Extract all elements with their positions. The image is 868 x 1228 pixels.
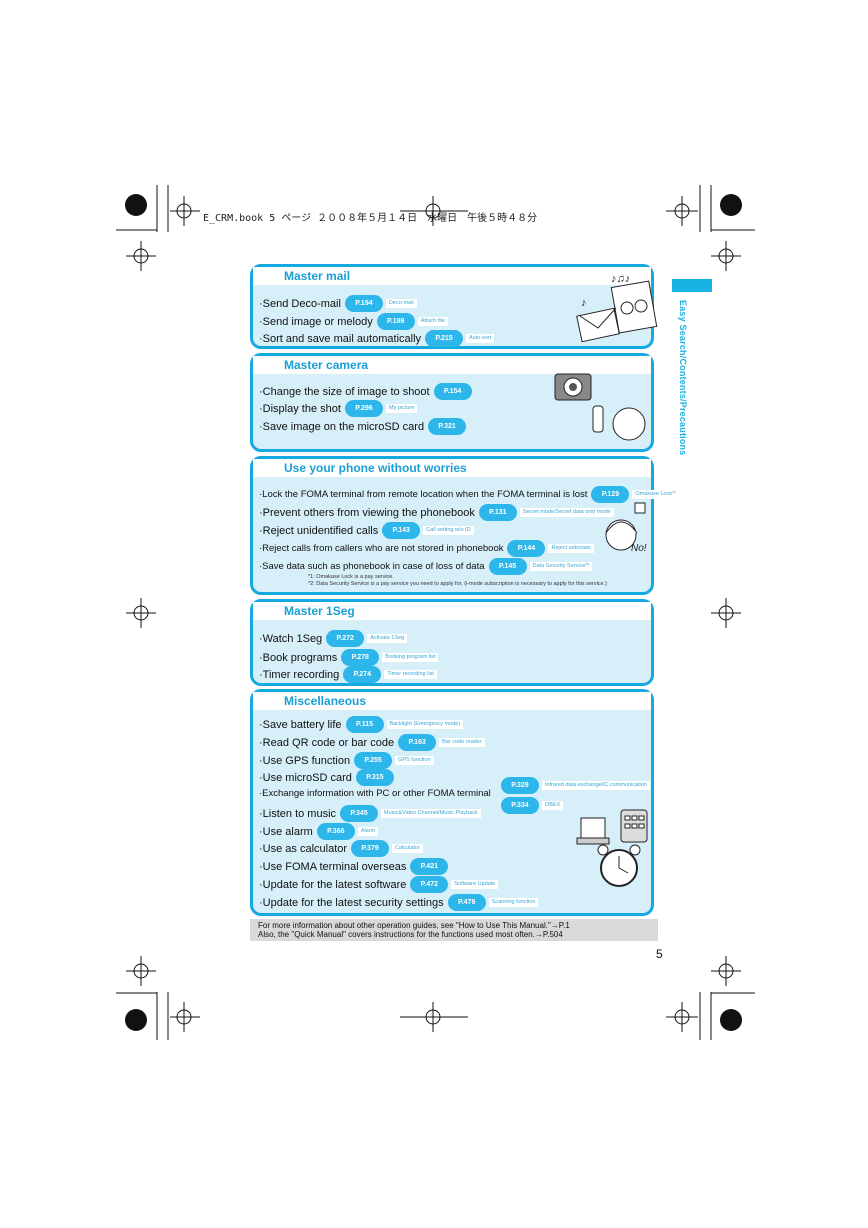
page-ref[interactable]: P.194 <box>344 295 383 312</box>
footnote: *1: Omakase Lock is a pay service. <box>308 574 394 580</box>
page-ref[interactable]: P.479 <box>447 894 486 911</box>
page-ref[interactable]: P.144 <box>507 540 546 557</box>
footer-note: For more information about other operati… <box>250 919 658 941</box>
page-ref[interactable]: P.215 <box>425 330 464 347</box>
page-ref[interactable]: P.329 <box>501 777 539 794</box>
section-use-phone-without-worries: Use your phone without worries ·Lock the… <box>250 456 680 595</box>
svg-text:♪♫♪: ♪♫♪ <box>611 273 630 285</box>
page-ref[interactable]: P.278 <box>341 649 380 666</box>
footer-line: For more information about other operati… <box>258 921 570 930</box>
svg-text:♪: ♪ <box>581 297 587 309</box>
section-title: Use your phone without worries <box>284 461 467 475</box>
page-ref[interactable]: P.145 <box>488 558 527 575</box>
side-label: Easy Search/Contents/Precautions <box>678 300 688 456</box>
page-ref[interactable]: P.366 <box>316 823 355 840</box>
page-ref[interactable]: P.129 <box>591 486 630 503</box>
page-ref[interactable]: P.115 <box>345 716 384 733</box>
page-ref[interactable]: P.255 <box>354 752 393 769</box>
list-item: ·Save data such as phonebook in case of … <box>259 558 593 575</box>
svg-text:No!: No! <box>631 543 647 554</box>
page-ref[interactable]: P.131 <box>478 504 517 521</box>
pc-clock-illustration-icon <box>576 809 648 887</box>
mail-illustration-icon: ♪♫♪ ♪ <box>576 273 658 343</box>
footnote: *2: Data Security Service is a pay servi… <box>308 581 607 587</box>
page-ref[interactable]: P.421 <box>410 858 449 875</box>
page-ref[interactable]: P.143 <box>382 522 421 539</box>
section-title: Master camera <box>284 358 369 372</box>
page-ref[interactable]: P.379 <box>351 840 390 857</box>
page-ref[interactable]: P.274 <box>343 666 382 683</box>
list-item: ·Exchange information with PC or other F… <box>259 787 491 799</box>
person-no-illustration-icon: No! <box>605 502 647 554</box>
page-ref[interactable]: P.345 <box>340 805 379 822</box>
page-ref[interactable]: P.472 <box>410 876 449 893</box>
list-item: ·Reject calls from callers who are not s… <box>259 540 594 557</box>
print-header: E_CRM.book 5 ページ ２００８年５月１４日 水曜日 午後５時４８分 <box>203 213 538 224</box>
page-ref[interactable]: P.315 <box>355 769 394 786</box>
page-ref[interactable]: P.199 <box>376 313 415 330</box>
footer-line: Also, the "Quick Manual" covers instruct… <box>258 930 563 939</box>
section-title: Master mail <box>284 269 351 283</box>
list-item: ·Update for the latest security settings… <box>259 894 539 911</box>
page-ref[interactable]: P.334 <box>501 797 539 814</box>
section-title: Miscellaneous <box>284 694 367 708</box>
side-tab <box>672 279 712 292</box>
section-title: Master 1Seg <box>284 604 355 618</box>
list-item: ·Lock the FOMA terminal from remote loca… <box>259 486 680 503</box>
page-ref[interactable]: P.296 <box>344 400 383 417</box>
list-item: ·Prevent others from viewing the phonebo… <box>259 504 614 521</box>
page-ref[interactable]: P.321 <box>428 418 467 435</box>
page-ref[interactable]: P.163 <box>398 734 437 751</box>
page-ref[interactable]: P.154 <box>433 383 472 400</box>
camera-illustration-icon <box>554 373 646 441</box>
page-number: 5 <box>656 947 663 961</box>
page-ref[interactable]: P.272 <box>326 630 365 647</box>
section-master-camera: Master camera ·Change the size of image … <box>250 353 654 452</box>
